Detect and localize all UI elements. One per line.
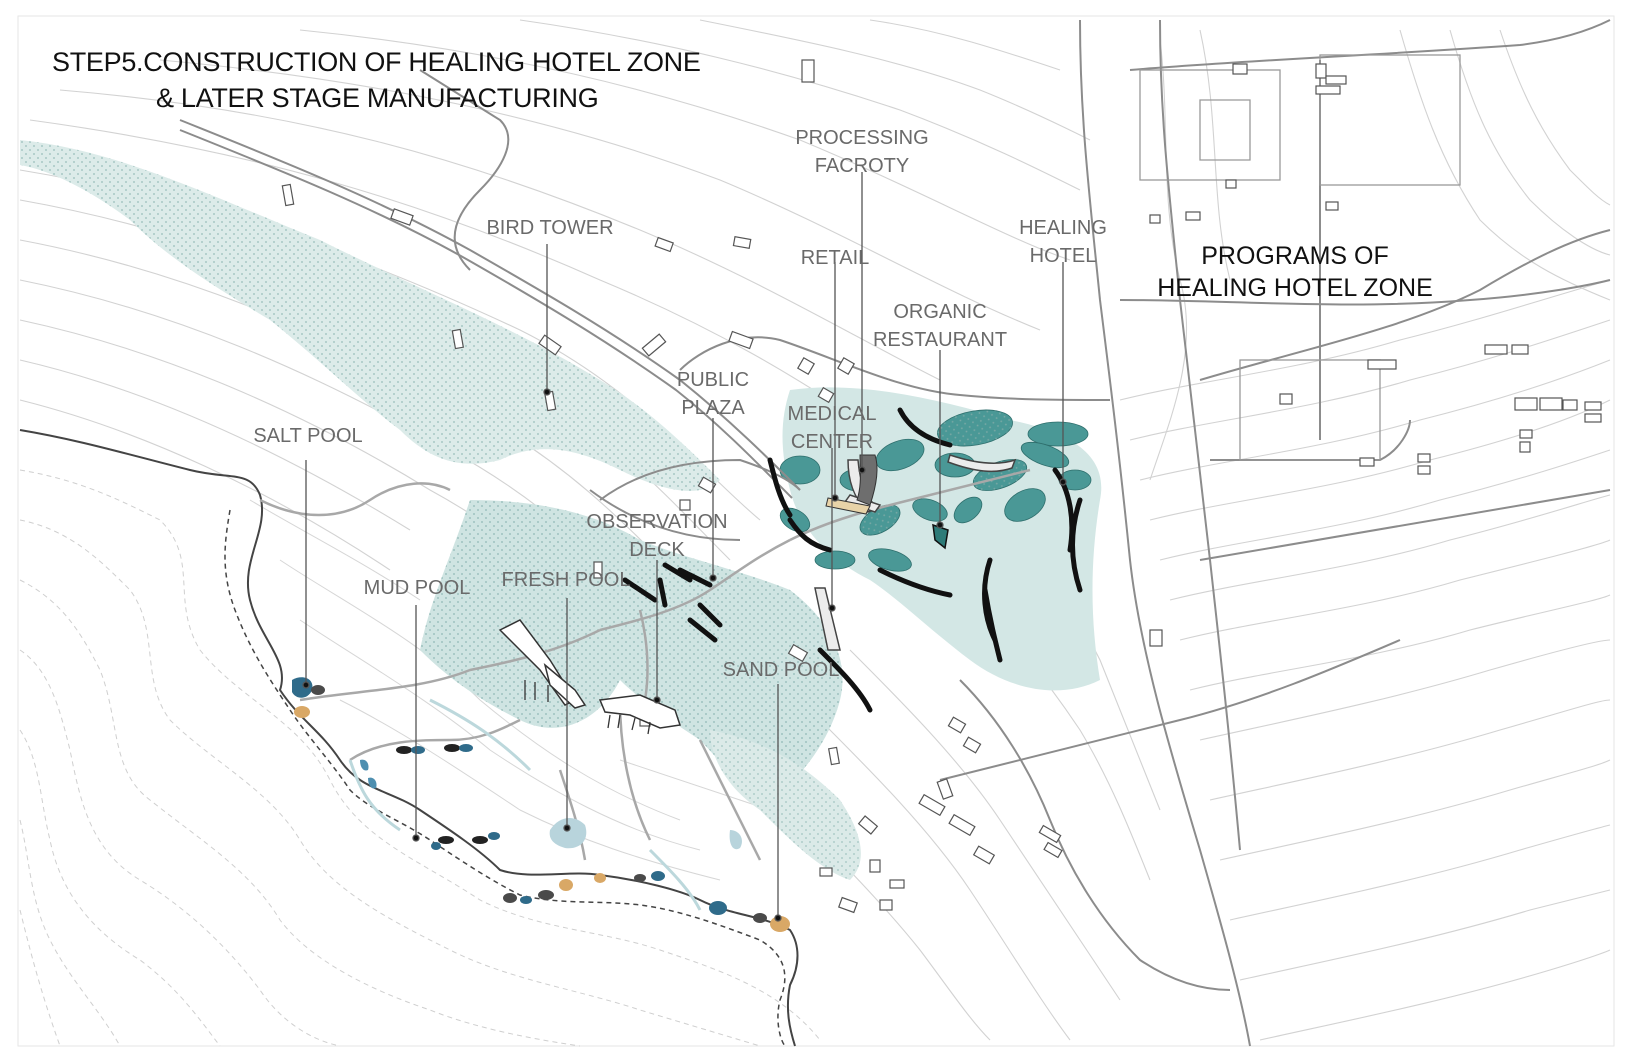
- building-footprints: [281, 59, 1602, 914]
- label-observation-deck: OBSERVATION DECK: [586, 508, 727, 564]
- label-public-plaza: PUBLIC PLAZA: [677, 366, 749, 422]
- programs-heading-line-1: PROGRAMS OF: [1201, 242, 1389, 270]
- programs-heading: PROGRAMS OF HEALING HOTEL ZONE: [1150, 240, 1440, 304]
- label-bird-tower: BIRD TOWER: [486, 214, 613, 242]
- label-processing-factory-line-2: FACROTY: [814, 155, 910, 177]
- label-retail-line-1: RETAIL: [800, 247, 870, 269]
- programs-heading-line-2: HEALING HOTEL ZONE: [1157, 274, 1433, 302]
- label-observation-deck-line-1: OBSERVATION: [586, 511, 728, 533]
- observation-decks: [498, 619, 681, 729]
- field-plots: [1139, 54, 1461, 461]
- label-medical-center-line-2: CENTER: [790, 431, 874, 453]
- label-sand-pool-line-1: SAND POOL: [722, 659, 840, 681]
- label-medical-center: MEDICAL CENTER: [788, 400, 877, 456]
- label-organic-restaurant-line-1: ORGANIC: [893, 301, 987, 323]
- label-salt-pool-line-1: SALT POOL: [253, 425, 363, 447]
- coast-contours: [249, 499, 801, 881]
- sea-contours: [19, 469, 821, 1047]
- label-processing-factory: PROCESSING FACROTY: [795, 124, 928, 180]
- label-healing-hotel-line-1: HEALING: [1019, 217, 1107, 239]
- pale-streams: [348, 698, 702, 911]
- label-public-plaza-line-1: PUBLIC: [676, 369, 750, 391]
- label-medical-center-line-1: MEDICAL: [787, 403, 877, 425]
- label-healing-hotel-line-2: HOTEL: [1029, 245, 1097, 267]
- dashed-shoreline: [224, 509, 786, 1047]
- label-mud-pool: MUD POOL: [364, 574, 471, 602]
- map-title: STEP5.CONSTRUCTION OF HEALING HOTEL ZONE…: [52, 44, 701, 116]
- label-retail: RETAIL: [801, 244, 870, 272]
- title-line-1: STEP5.CONSTRUCTION OF HEALING HOTEL ZONE: [52, 47, 701, 77]
- label-public-plaza-line-2: PLAZA: [681, 397, 745, 419]
- label-mud-pool-line-1: MUD POOL: [363, 577, 471, 599]
- title-line-2: & LATER STAGE MANUFACTURING: [156, 83, 599, 113]
- leader-lines: [302, 172, 1067, 922]
- label-observation-deck-line-2: DECK: [629, 539, 685, 561]
- label-organic-restaurant-line-2: RESTAURANT: [872, 329, 1008, 351]
- label-processing-factory-line-1: PROCESSING: [795, 127, 929, 149]
- label-bird-tower-line-1: BIRD TOWER: [486, 217, 614, 239]
- curved-building-arcs: [622, 407, 1083, 713]
- label-sand-pool: SAND POOL: [723, 656, 840, 684]
- deck-piers: [524, 680, 651, 735]
- label-organic-restaurant: ORGANIC RESTAURANT: [873, 298, 1007, 354]
- label-fresh-pool: FRESH POOL: [502, 566, 631, 594]
- pools: [292, 677, 790, 932]
- label-healing-hotel: HEALING HOTEL: [1019, 214, 1107, 270]
- label-fresh-pool-line-1: FRESH POOL: [501, 569, 631, 591]
- label-salt-pool: SALT POOL: [253, 422, 362, 450]
